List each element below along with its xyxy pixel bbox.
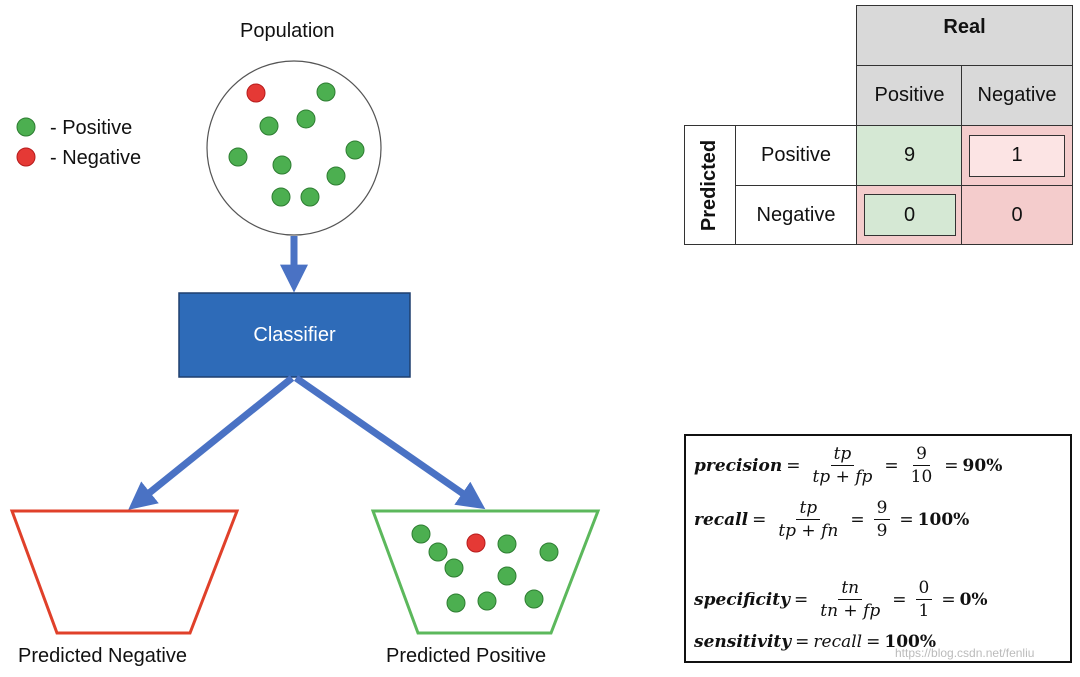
bucket-positive-dot xyxy=(524,589,544,609)
bucket-positive-dot xyxy=(497,566,517,586)
population-positive-dot xyxy=(300,187,320,207)
bucket-positive-dot xyxy=(539,542,559,562)
recall-den: tp + fn xyxy=(778,521,839,541)
matrix-col-negative: Negative xyxy=(961,65,1073,126)
sensitivity-rhs: recall xyxy=(813,632,863,652)
arrow-to-positive xyxy=(294,375,486,510)
legend-negative-dot xyxy=(16,147,36,167)
population-positive-dot xyxy=(259,116,279,136)
matrix-col-positive: Positive xyxy=(856,65,963,126)
matrix-row-positive: Positive xyxy=(735,125,857,186)
matrix-cell-fp-value: 1 xyxy=(969,134,1065,177)
bucket-positive-dots xyxy=(411,524,559,613)
legend-negative-label: - Negative xyxy=(50,147,142,169)
formula-sensitivity: sensitivity = recall = 100% xyxy=(694,632,937,652)
bucket-positive-dot xyxy=(444,558,464,578)
population-positive-dot xyxy=(326,166,346,186)
population-circle xyxy=(206,60,382,236)
precision-result: 90% xyxy=(962,455,1003,476)
specificity-vden: 1 xyxy=(918,601,930,621)
bucket-positive-dot xyxy=(428,542,448,562)
matrix-predicted-header: Predicted xyxy=(684,125,736,245)
precision-vden: 10 xyxy=(910,467,933,487)
population-positive-dot xyxy=(345,140,365,160)
population-title: Population xyxy=(240,20,335,42)
matrix-predicted-label: Predicted xyxy=(698,139,721,231)
recall-vden: 9 xyxy=(876,521,888,541)
precision-vnum: 9 xyxy=(913,444,930,466)
recall-result: 100% xyxy=(917,509,970,530)
classifier-box xyxy=(178,292,411,378)
sensitivity-name: sensitivity xyxy=(694,632,792,652)
legend-positive-dot xyxy=(16,117,36,137)
matrix-cell-fn-value: 0 xyxy=(863,194,956,236)
predicted-positive-label: Predicted Positive xyxy=(386,645,547,667)
matrix-cell-tp: 9 xyxy=(856,125,963,186)
recall-name: recall xyxy=(694,509,749,530)
bucket-negative xyxy=(9,509,240,635)
recall-vnum: 9 xyxy=(873,498,891,520)
bucket-positive-dot xyxy=(446,593,466,613)
specificity-den: tn + fp xyxy=(820,601,881,621)
recall-num: tp xyxy=(796,498,821,520)
population-negative-dot xyxy=(246,83,266,103)
matrix-cell-fp: 1 xyxy=(961,125,1073,186)
matrix-row-negative: Negative xyxy=(735,185,857,245)
bucket-positive xyxy=(370,509,601,635)
population-dots xyxy=(228,82,365,207)
sensitivity-result: 100% xyxy=(884,632,937,652)
bucket-negative-dot xyxy=(466,533,486,553)
predicted-negative-label: Predicted Negative xyxy=(18,645,187,667)
precision-num: tp xyxy=(830,444,855,466)
legend-positive-label: - Positive xyxy=(50,117,133,139)
population-positive-dot xyxy=(228,147,248,167)
matrix-real-header: Real xyxy=(856,5,1073,66)
population-positive-dot xyxy=(271,187,291,207)
specificity-vnum: 0 xyxy=(915,578,933,600)
arrow-to-negative xyxy=(128,375,295,510)
matrix-cell-tn: 0 xyxy=(961,185,1073,245)
population-positive-dot xyxy=(296,109,316,129)
bucket-positive-dot xyxy=(411,524,431,544)
watermark: https://blog.csdn.net/fenliu xyxy=(895,646,1035,660)
classifier-label: Classifier xyxy=(253,323,336,346)
specificity-result: 0% xyxy=(959,589,988,610)
precision-name: precision xyxy=(694,455,783,476)
population-positive-dot xyxy=(316,82,336,102)
population-positive-dot xyxy=(272,155,292,175)
bucket-positive-dot xyxy=(477,591,497,611)
bucket-positive-dot xyxy=(497,534,517,554)
matrix-cell-fn: 0 xyxy=(856,185,963,245)
specificity-num: tn xyxy=(838,578,863,600)
specificity-name: specificity xyxy=(694,589,790,610)
precision-den: tp + fp xyxy=(812,467,873,487)
classification-diagram xyxy=(9,60,601,635)
